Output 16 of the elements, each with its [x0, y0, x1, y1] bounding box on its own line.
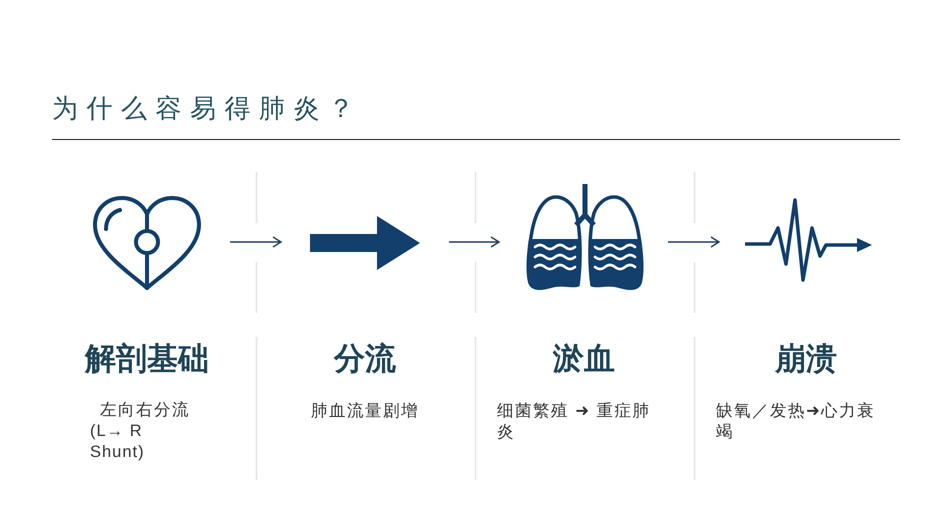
step-description: 缺氧／发热➜心力衰竭 — [716, 400, 876, 442]
step-heading: 崩溃 — [775, 341, 837, 378]
page-title: 为什么容易得肺炎？ — [52, 94, 362, 125]
arrow — [668, 236, 720, 248]
arrow-icon — [310, 216, 420, 270]
step-description: 肺血流量剧增 — [311, 400, 419, 421]
lungs-icon — [526, 183, 644, 291]
step-heading: 解剖基础 — [85, 341, 209, 378]
step-heading: 分流 — [334, 341, 396, 378]
arrow — [449, 236, 500, 248]
step-heading: 淤血 — [553, 341, 615, 378]
arrow — [230, 236, 282, 248]
ecg-line-icon — [745, 198, 873, 282]
step-description: 细菌繁殖 ➜ 重症肺炎 — [497, 400, 652, 442]
step-description: 左向右分流 (L→ R Shunt) — [90, 400, 191, 463]
heart-icon — [92, 195, 202, 291]
